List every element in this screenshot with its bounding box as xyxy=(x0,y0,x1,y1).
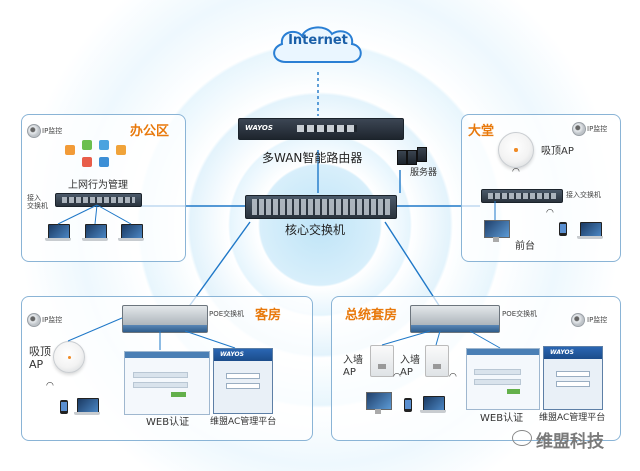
camera-icon xyxy=(27,124,41,138)
camera-icon xyxy=(571,313,585,327)
lobby-ap-label: 吸顶AP xyxy=(541,146,574,157)
suite-internal-lines xyxy=(381,330,501,349)
ac-platform-window: WAYOS xyxy=(543,346,603,410)
suite-web-auth-label: WEB认证 xyxy=(480,413,524,424)
lobby-front-desk-label: 前台 xyxy=(515,241,535,252)
office-behavior-label: 上网行为管理 xyxy=(68,180,128,191)
lobby-title: 大堂 xyxy=(468,124,495,139)
wall-ap-icon xyxy=(370,345,394,377)
switch-icon xyxy=(55,193,142,207)
phone-icon xyxy=(60,400,68,414)
guest-ac-label: 维盟AC管理平台 xyxy=(210,417,277,427)
ap-icon xyxy=(498,132,534,168)
wifi-icon: ◠ xyxy=(512,167,520,177)
app-icon xyxy=(116,145,126,155)
wifi-icon: ◠ xyxy=(393,372,401,382)
suite-poe-label: POE交换机 xyxy=(502,310,538,318)
suite-camera-label: IP监控 xyxy=(587,316,608,324)
guest-internal-lines xyxy=(67,317,236,350)
laptop-icon xyxy=(45,224,71,244)
server-icon xyxy=(417,147,427,162)
app-icon xyxy=(99,140,109,150)
monitor-icon xyxy=(366,392,392,414)
router-label: 多WAN智能路由器 xyxy=(262,151,363,165)
wifi-icon: ◠ xyxy=(546,208,554,218)
suite-wall-ap-label-1: 入墙 AP xyxy=(343,355,363,378)
web-auth-window xyxy=(466,348,540,410)
web-auth-window xyxy=(124,351,210,415)
core-switch-label: 核心交换机 xyxy=(285,223,346,237)
lobby-access-switch-label: 接入交换机 xyxy=(566,191,601,199)
server-icon xyxy=(397,150,407,165)
monitor-icon xyxy=(484,220,510,242)
guest-camera-label: IP监控 xyxy=(42,316,63,324)
cloud-icon xyxy=(273,26,362,63)
laptop-icon xyxy=(82,224,108,244)
laptop-icon xyxy=(118,224,144,244)
router-icon: WAYOS xyxy=(238,118,404,140)
wechat-icon xyxy=(512,430,532,446)
phone-icon xyxy=(559,222,567,236)
server-icon xyxy=(407,150,417,165)
core-switch-icon xyxy=(245,195,397,219)
office-access-switch-label: 接入 交换机 xyxy=(27,194,48,211)
guest-title: 客房 xyxy=(255,308,282,323)
poe-switch-icon xyxy=(122,305,208,333)
laptop-icon xyxy=(577,222,603,242)
office-title: 办公区 xyxy=(130,124,170,139)
app-icon xyxy=(82,140,92,150)
camera-icon xyxy=(27,313,41,327)
wifi-icon: ◠ xyxy=(449,372,457,382)
core-suite-link xyxy=(384,221,441,308)
switch-icon xyxy=(481,189,563,203)
laptop-icon xyxy=(74,398,100,418)
lobby-camera-label: IP监控 xyxy=(587,125,608,133)
guest-ap-label: 吸顶 AP xyxy=(29,345,51,371)
suite-title: 总统套房 xyxy=(345,308,398,323)
wall-ap-icon xyxy=(425,345,449,377)
router-brand: WAYOS xyxy=(245,124,273,132)
app-icon xyxy=(99,157,109,167)
suite-wall-ap-label-2: 入墙 AP xyxy=(400,355,420,378)
suite-ac-label: 维盟AC管理平台 xyxy=(539,413,606,423)
app-icon xyxy=(82,157,92,167)
server-label: 服务器 xyxy=(410,168,438,178)
app-icon xyxy=(65,145,75,155)
office-camera-label: IP监控 xyxy=(42,127,63,135)
lobby-internal-lines xyxy=(494,201,496,220)
guest-web-auth-label: WEB认证 xyxy=(146,417,190,428)
internet-label: Internet xyxy=(288,33,348,48)
poe-switch-icon xyxy=(410,305,500,333)
guest-poe-label: POE交换机 xyxy=(209,310,245,318)
wifi-icon: ◠ xyxy=(46,381,54,391)
ap-icon xyxy=(53,341,85,373)
watermark-text: 维盟科技 xyxy=(536,432,604,452)
phone-icon xyxy=(404,398,412,412)
camera-icon xyxy=(572,122,586,136)
laptop-icon xyxy=(420,396,446,416)
ac-platform-window: WAYOS xyxy=(213,348,273,414)
office-internal-lines xyxy=(57,204,132,225)
